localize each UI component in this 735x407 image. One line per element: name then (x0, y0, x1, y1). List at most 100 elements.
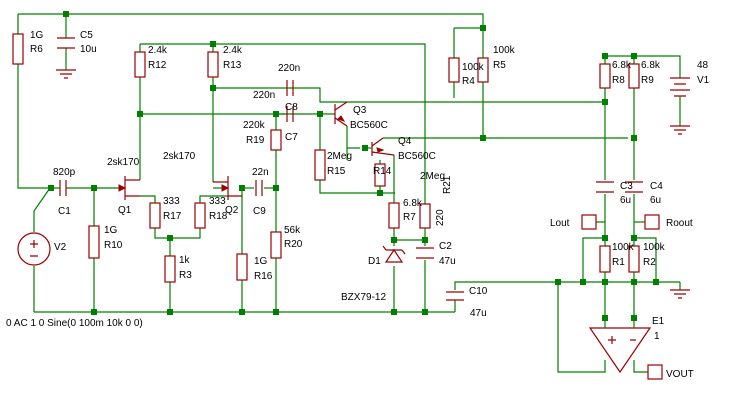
voltage-source-v2 (17, 187, 51, 266)
resistor-r6 (12, 33, 24, 65)
r4-value: 100k (462, 62, 485, 73)
lout-terminal (581, 214, 597, 230)
r16-name: R16 (254, 271, 273, 282)
r10-name: R10 (104, 240, 123, 251)
rout-label: Roout (666, 218, 693, 229)
r19-name: R19 (246, 135, 265, 146)
c8-value: 220n (253, 90, 275, 101)
r9-name: R9 (641, 75, 654, 86)
c10-name: C10 (469, 286, 488, 297)
q3-name: Q3 (353, 105, 367, 116)
capacitor-c10 (446, 291, 464, 301)
r13-name: R13 (223, 60, 242, 71)
r1-name: R1 (612, 257, 625, 268)
resistor-r15 (314, 149, 326, 181)
r18-value: 333 (209, 196, 226, 207)
jfets (118, 176, 242, 200)
c8-name: C8 (285, 102, 298, 113)
ground-symbols (56, 69, 690, 299)
c1-value: 820p (53, 167, 76, 178)
resistor-r5 (477, 57, 489, 83)
capacitor-c4 (625, 181, 643, 193)
r18-name: R18 (209, 211, 228, 222)
resistor-r12 (134, 51, 146, 78)
c3-value: 6u (620, 195, 631, 206)
r15-name: R15 (327, 166, 346, 177)
capacitor-c5 (57, 37, 75, 49)
q1-type: 2sk170 (107, 157, 140, 168)
resistor-r8 (599, 63, 611, 89)
c9-name: C9 (253, 206, 266, 217)
r4-name: R4 (462, 76, 475, 87)
q2-type: 2sk170 (163, 151, 196, 162)
q4-name: Q4 (398, 136, 412, 147)
jfet-q1 (118, 176, 140, 200)
bjts (334, 101, 395, 156)
capacitor-c2 (416, 247, 434, 259)
r20-value: 56k (284, 225, 301, 236)
r7-value: 6.8k (403, 198, 423, 209)
r20-name: R20 (284, 239, 303, 250)
c10-value: 47u (470, 308, 487, 319)
c2-name: C2 (439, 241, 452, 252)
capacitors (55, 37, 643, 301)
c4-name: C4 (650, 181, 663, 192)
c1-name: C1 (58, 206, 71, 217)
d1-name: D1 (368, 256, 381, 267)
bjt-q3 (334, 101, 348, 127)
resistor-r3 (164, 255, 176, 283)
r1-value: 100k (612, 242, 635, 253)
resistor-r20 (270, 231, 282, 259)
resistor-r13 (207, 51, 219, 78)
q2-name: Q2 (225, 205, 239, 216)
c4-value: 6u (650, 195, 661, 206)
resistor-r9 (628, 63, 640, 89)
q4-type: BC560C (398, 151, 436, 162)
r17-value: 333 (163, 196, 180, 207)
zener-diode-d1 (382, 245, 406, 263)
r2-value: 100k (643, 242, 666, 253)
c9-value: 22n (252, 167, 269, 178)
v2-name: V2 (54, 242, 67, 253)
c5-value: 10u (80, 44, 97, 55)
ground-icon (670, 125, 690, 135)
capacitor-c8 (286, 80, 294, 96)
lout-label: Lout (550, 218, 570, 229)
r3-name: R3 (179, 270, 192, 281)
vout-label: VOUT (666, 369, 694, 380)
resistor-r1 (599, 245, 611, 273)
labels: 1G R6 C5 10u 2.4k R12 2.4k R13 220n 220n… (6, 30, 710, 380)
r6-name: R6 (30, 44, 43, 55)
r21-name: R21 (442, 175, 453, 194)
v1-value: 48 (697, 60, 709, 71)
resistor-r11 (419, 203, 431, 229)
r10-value: 1G (104, 225, 118, 236)
r12-name: R12 (148, 60, 167, 71)
r3-value: 1k (179, 255, 191, 266)
c8-value-top: 220n (278, 63, 300, 74)
r9-value: 6.8k (641, 60, 661, 71)
c5-name: C5 (80, 30, 93, 41)
r13-value: 2.4k (223, 45, 243, 56)
ground-icon (670, 289, 690, 299)
junction-dots (48, 11, 659, 321)
q3-type: BC560C (350, 120, 388, 131)
r17-name: R17 (163, 211, 182, 222)
resistors (12, 33, 640, 283)
bjt-q4 (368, 137, 395, 156)
battery-v1 (670, 77, 690, 98)
vcvs-e1 (588, 318, 652, 374)
q1-name: Q1 (118, 205, 132, 216)
resistor-r16 (236, 253, 248, 281)
r12-value: 2.4k (148, 45, 168, 56)
jfet-q2 (213, 176, 242, 200)
resistor-r4 (448, 57, 460, 83)
rout-terminal (644, 214, 660, 230)
r15-value: 2Meg (327, 151, 352, 162)
capacitor-c7 (286, 106, 294, 122)
r5-value: 100k (493, 45, 516, 56)
r5-name: R5 (493, 60, 506, 71)
r8-name: R8 (612, 75, 625, 86)
c2-value: 47u (439, 256, 456, 267)
